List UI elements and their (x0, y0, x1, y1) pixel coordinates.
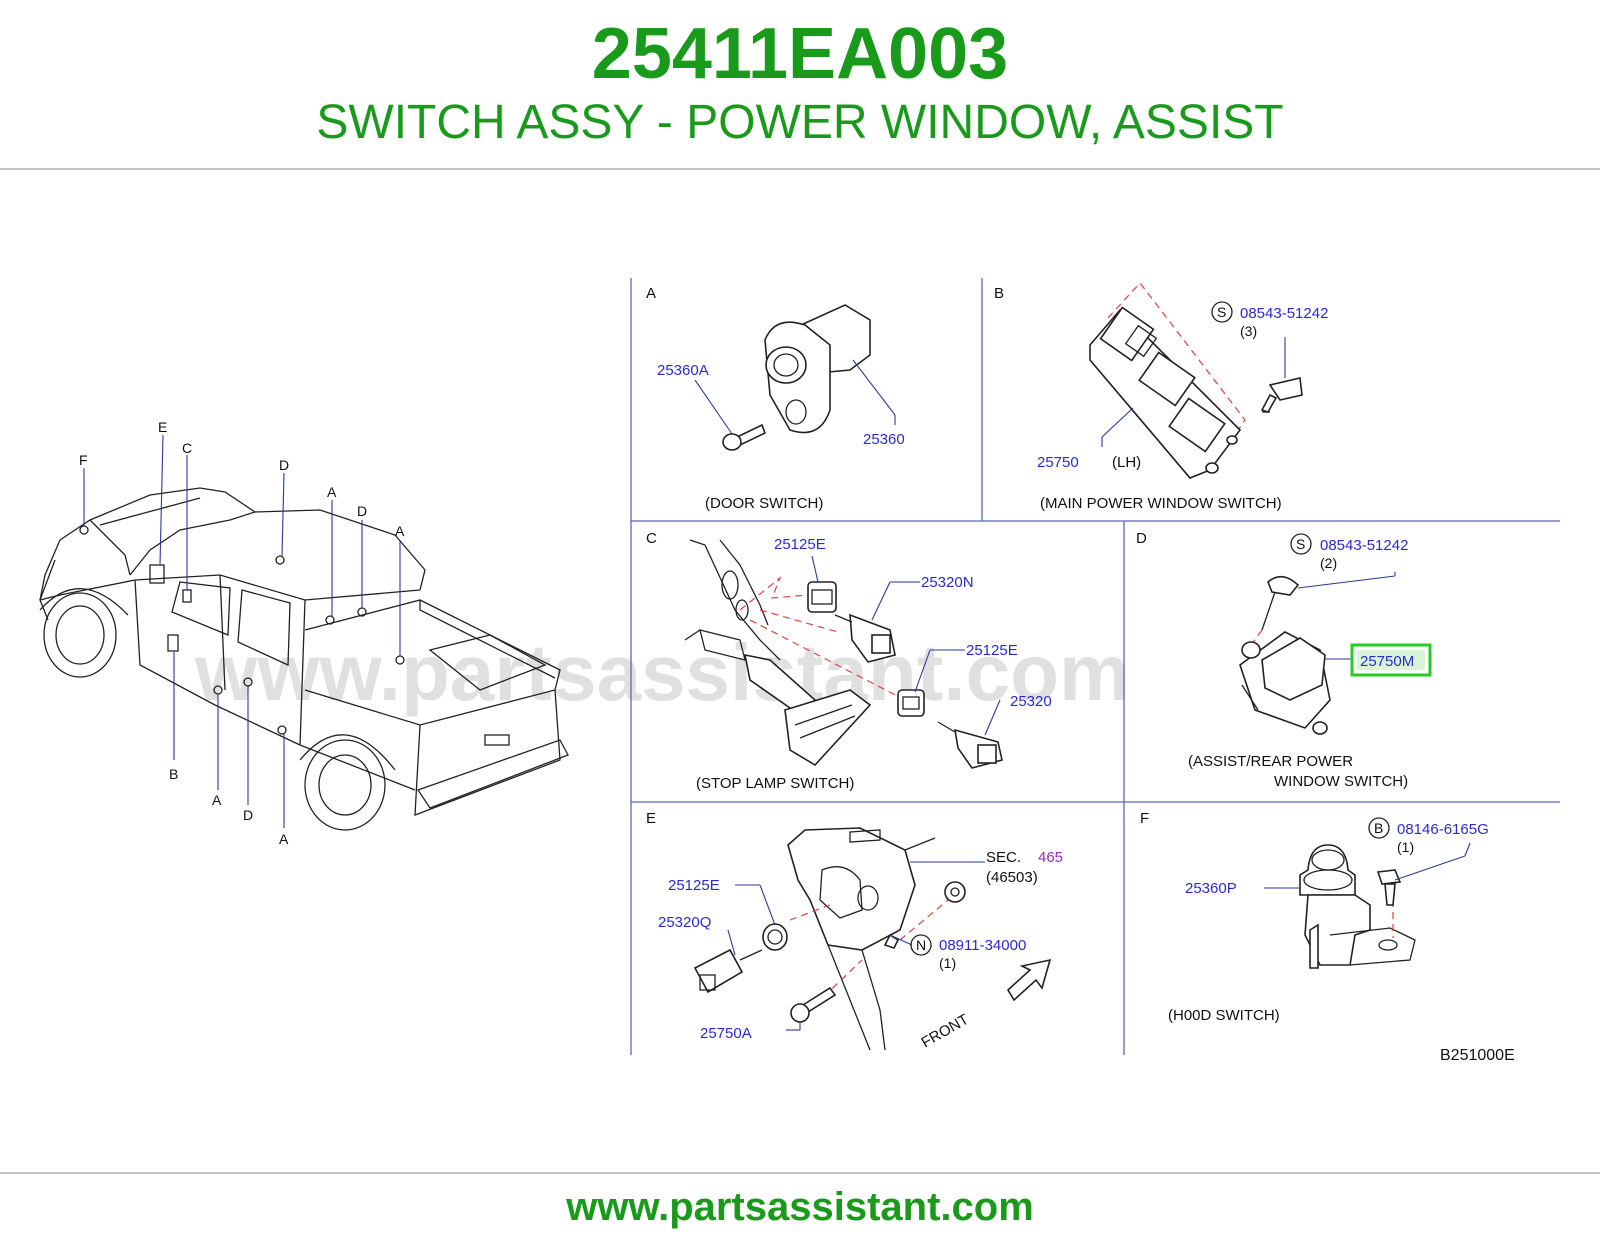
sec-number[interactable]: 465 (1038, 849, 1063, 866)
header: 25411EA003 SWITCH ASSY - POWER WINDOW, A… (0, 0, 1600, 170)
part-label-08543-51242-d[interactable]: 08543-51242 (1320, 537, 1408, 554)
location-letter-e: E (158, 419, 167, 435)
part-label-08911-34000[interactable]: 08911-34000 (939, 937, 1026, 954)
panel-a-door-switch: A 25360A 25360 (DOOR SWITCH) (646, 285, 905, 512)
panel-d-letter: D (1136, 530, 1147, 547)
part-label-08543-51242-b[interactable]: 08543-51242 (1240, 305, 1328, 322)
highlight-box (1350, 643, 1432, 677)
panel-f-letter: F (1140, 810, 1149, 827)
panel-a-caption: (DOOR SWITCH) (705, 495, 823, 512)
part-label-25750a[interactable]: 25750A (700, 1025, 752, 1042)
panel-c-letter: C (646, 530, 657, 547)
part-label-25125e-c2[interactable]: 25125E (966, 642, 1018, 659)
panel-b-letter: B (994, 285, 1004, 302)
panel-b-side: (LH) (1112, 454, 1141, 471)
footer-divider (0, 1172, 1600, 1174)
screw-symbol-b: S (1217, 304, 1226, 320)
watermark: www.partsassistant.com (194, 628, 1130, 717)
sec-label: SEC. (986, 849, 1021, 866)
bolt-qty: (1) (1397, 839, 1414, 855)
panel-d-caption-line2: WINDOW SWITCH) (1274, 773, 1408, 790)
sec-sub: (46503) (986, 869, 1038, 886)
location-letter-c: C (182, 440, 192, 456)
screw-qty-d: (2) (1320, 555, 1337, 571)
location-letter-a-right: A (395, 523, 405, 539)
part-name: SWITCH ASSY - POWER WINDOW, ASSIST (316, 96, 1284, 149)
location-letter-a-roof: A (327, 484, 337, 500)
vehicle-illustration: F E C D A D A B A D A (39, 419, 569, 847)
panel-grid (630, 278, 1560, 1055)
location-letter-a-low2: A (279, 831, 289, 847)
panel-c-caption: (STOP LAMP SWITCH) (696, 775, 854, 792)
panel-d-assist-rear-power-window-switch: D S 08543-51242 (2) 25750M (ASSIST/REAR … (1136, 530, 1432, 790)
part-label-25360[interactable]: 25360 (863, 431, 905, 448)
location-letter-d-roof: D (279, 457, 289, 473)
location-letter-b: B (169, 766, 178, 782)
panel-e-brake-pedal-switch: E 25125E 25320Q 25750A SEC. 46 (646, 810, 1063, 1051)
nut-symbol: N (916, 937, 926, 953)
front-label: FRONT (919, 1011, 972, 1052)
panel-f-hood-switch: F B 08146-6165G (1) 25360P (H00D SWITCH) (1140, 810, 1489, 1024)
location-letter-d-mid: D (357, 503, 367, 519)
screw-symbol-d: S (1296, 536, 1305, 552)
header-divider (0, 168, 1600, 170)
part-label-25750m[interactable]: 25750M (1360, 653, 1414, 670)
part-label-25125e-e[interactable]: 25125E (668, 877, 720, 894)
part-label-25360p[interactable]: 25360P (1185, 880, 1237, 897)
panel-f-caption: (H00D SWITCH) (1168, 1007, 1280, 1024)
screw-qty-b: (3) (1240, 323, 1257, 339)
part-label-25320q[interactable]: 25320Q (658, 914, 711, 931)
panel-b-main-power-window-switch: B S 08543-51242 (3) 25750 (LH) (MAIN POW… (994, 282, 1328, 512)
panel-c-stop-lamp-switch: C 25125E 25320N 25125E (646, 530, 1052, 792)
diagram-id: B251000E (1440, 1047, 1515, 1064)
location-letter-d-low: D (243, 807, 253, 823)
location-letter-a-low: A (212, 792, 222, 808)
footer-url-link[interactable]: www.partsassistant.com (566, 1185, 1034, 1229)
part-label-25750[interactable]: 25750 (1037, 454, 1079, 471)
part-number: 25411EA003 (591, 14, 1009, 94)
part-label-08146-6165g[interactable]: 08146-6165G (1397, 821, 1489, 838)
panel-d-caption-line1: (ASSIST/REAR POWER (1188, 753, 1353, 770)
part-label-25320n[interactable]: 25320N (921, 574, 974, 591)
front-arrow-icon (1006, 958, 1052, 1002)
part-label-25360a[interactable]: 25360A (657, 362, 709, 379)
part-label-25320[interactable]: 25320 (1010, 693, 1052, 710)
nut-qty: (1) (939, 955, 956, 971)
panel-a-letter: A (646, 285, 656, 302)
panel-b-caption: (MAIN POWER WINDOW SWITCH) (1040, 495, 1282, 512)
location-letter-f: F (79, 452, 88, 468)
bolt-symbol: B (1374, 820, 1383, 836)
panel-e-letter: E (646, 810, 656, 827)
part-label-25125e-c1[interactable]: 25125E (774, 536, 826, 553)
